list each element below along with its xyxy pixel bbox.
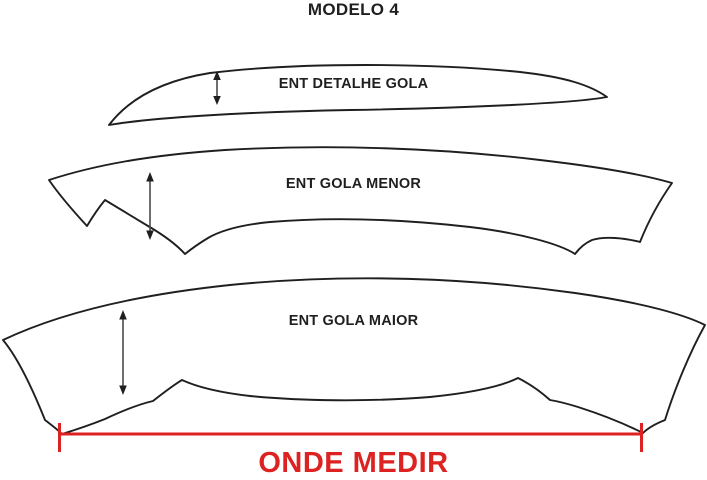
piece-ent-gola-maior <box>2 277 706 435</box>
piece-ent-detalhe-gola <box>108 64 608 126</box>
measurement-bracket <box>58 423 643 452</box>
piece-outline-ent-gola-menor <box>48 146 673 255</box>
piece-outline-ent-gola-maior <box>2 277 706 435</box>
page-title: MODELO 4 <box>307 0 400 19</box>
piece-outline-ent-detalhe-gola <box>108 64 608 126</box>
piece-label-ent-gola-maior: ENT GOLA MAIOR <box>288 313 419 329</box>
height-arrow-ent-gola-menor <box>146 172 154 240</box>
measurement-caption: ONDE MEDIR <box>258 447 449 479</box>
piece-label-ent-detalhe-gola: ENT DETALHE GOLA <box>278 76 429 92</box>
piece-label-ent-gola-menor: ENT GOLA MENOR <box>285 176 422 192</box>
height-arrow-ent-gola-maior <box>119 310 127 395</box>
height-arrow-ent-detalhe-gola <box>213 71 221 105</box>
piece-ent-gola-menor <box>48 146 673 255</box>
